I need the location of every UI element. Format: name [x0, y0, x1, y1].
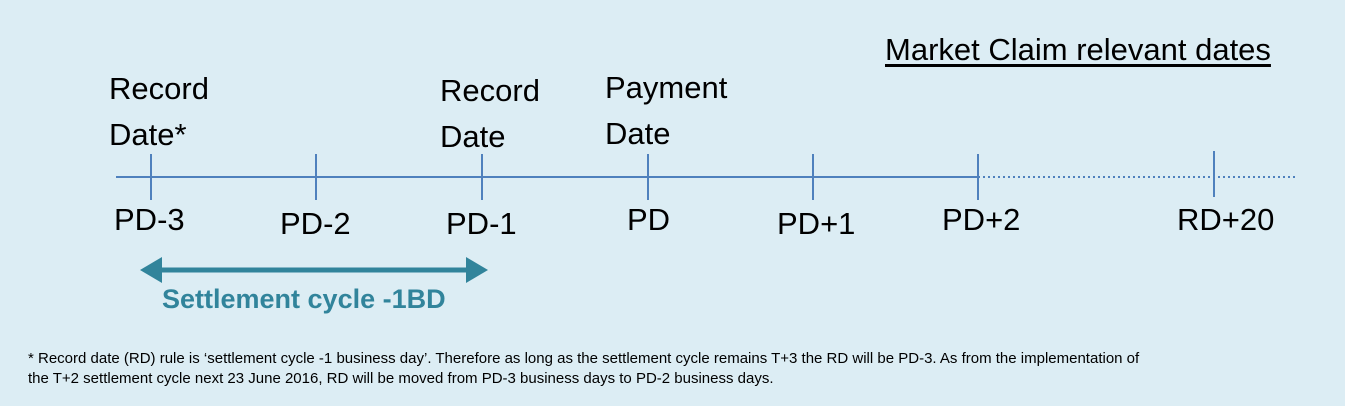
record-date-label: Record Date: [440, 73, 540, 154]
tick-label-pd: PD: [627, 202, 671, 237]
footnote-line-1: * Record date (RD) rule is ‘settlement c…: [28, 350, 1140, 367]
payment-date-label: Payment Date: [605, 70, 728, 151]
footnote-line-2: the T+2 settlement cycle next 23 June 20…: [28, 370, 774, 387]
tick-label-pd-2: PD-2: [280, 206, 351, 241]
footnote: * Record date (RD) rule is ‘settlement c…: [28, 349, 1328, 389]
settlement-cycle-label: Settlement cycle -1BD: [162, 284, 446, 314]
diagram-title: Market Claim relevant dates: [885, 32, 1271, 67]
tick-label-pd-1: PD-1: [446, 206, 517, 241]
tick-label-pd+1: PD+1: [777, 206, 856, 241]
tick-label-rd+20: RD+20: [1177, 202, 1275, 237]
tick-label-pd+2: PD+2: [942, 202, 1021, 237]
tick-label-pd-3: PD-3: [114, 202, 185, 237]
record-date-star-label: Record Date*: [109, 71, 209, 152]
settlement-cycle-arrow: [140, 257, 488, 283]
